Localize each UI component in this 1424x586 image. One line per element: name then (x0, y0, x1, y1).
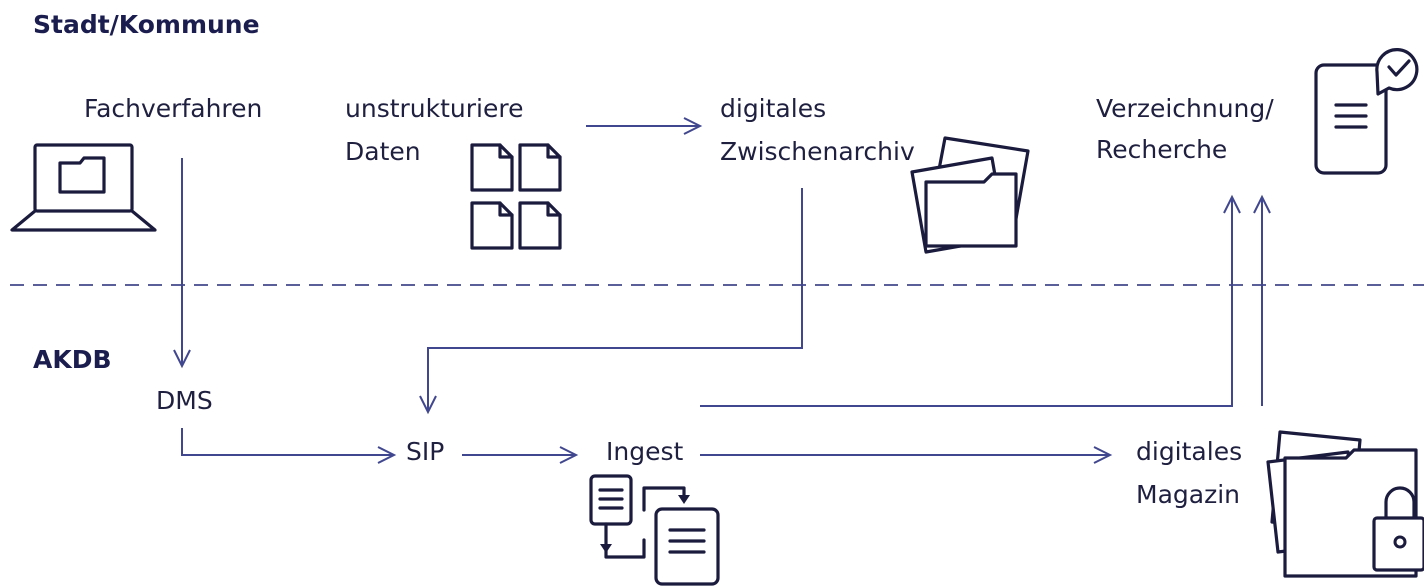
node-label-verzeichnung-line1: Verzeichnung/ (1096, 94, 1274, 123)
node-label-unstrukturierte-daten-line1: unstrukturiere (345, 94, 524, 123)
documents-grid-icon (470, 143, 562, 250)
arrow-ingest-to-magazin (700, 446, 1113, 464)
arrow-zwischenarchiv-to-sip (419, 188, 803, 415)
node-label-sip: SIP (406, 437, 445, 466)
node-label-magazin-line2: Magazin (1136, 480, 1240, 509)
document-check-icon (1314, 48, 1419, 175)
document-transfer-icon (589, 474, 720, 586)
arrow-magazin-to-verzeichnung (1253, 194, 1271, 406)
arrow-fachverfahren-to-dms (173, 158, 191, 369)
arrow-sip-to-ingest (462, 446, 579, 464)
locked-folder-icon (1266, 430, 1424, 578)
section-label-akdb: AKDB (33, 345, 112, 374)
laptop-folder-icon (10, 143, 157, 232)
arrow-ingest-to-verzeichnung (700, 194, 1241, 407)
node-label-dms: DMS (156, 386, 213, 415)
node-label-fachverfahren: Fachverfahren (84, 94, 263, 123)
folders-icon (910, 136, 1030, 254)
section-label-stadt-kommune: Stadt/Kommune (33, 10, 260, 39)
arrow-dms-to-sip (181, 428, 397, 464)
arrow-daten-to-zwischenarchiv (586, 117, 703, 135)
node-label-zwischenarchiv-line1: digitales (720, 94, 827, 123)
node-label-magazin-line1: digitales (1136, 437, 1243, 466)
node-label-verzeichnung-line2: Recherche (1096, 135, 1228, 164)
node-label-zwischenarchiv-line2: Zwischenarchiv (720, 137, 915, 166)
node-label-ingest: Ingest (606, 437, 684, 466)
node-label-unstrukturierte-daten-line2: Daten (345, 137, 421, 166)
